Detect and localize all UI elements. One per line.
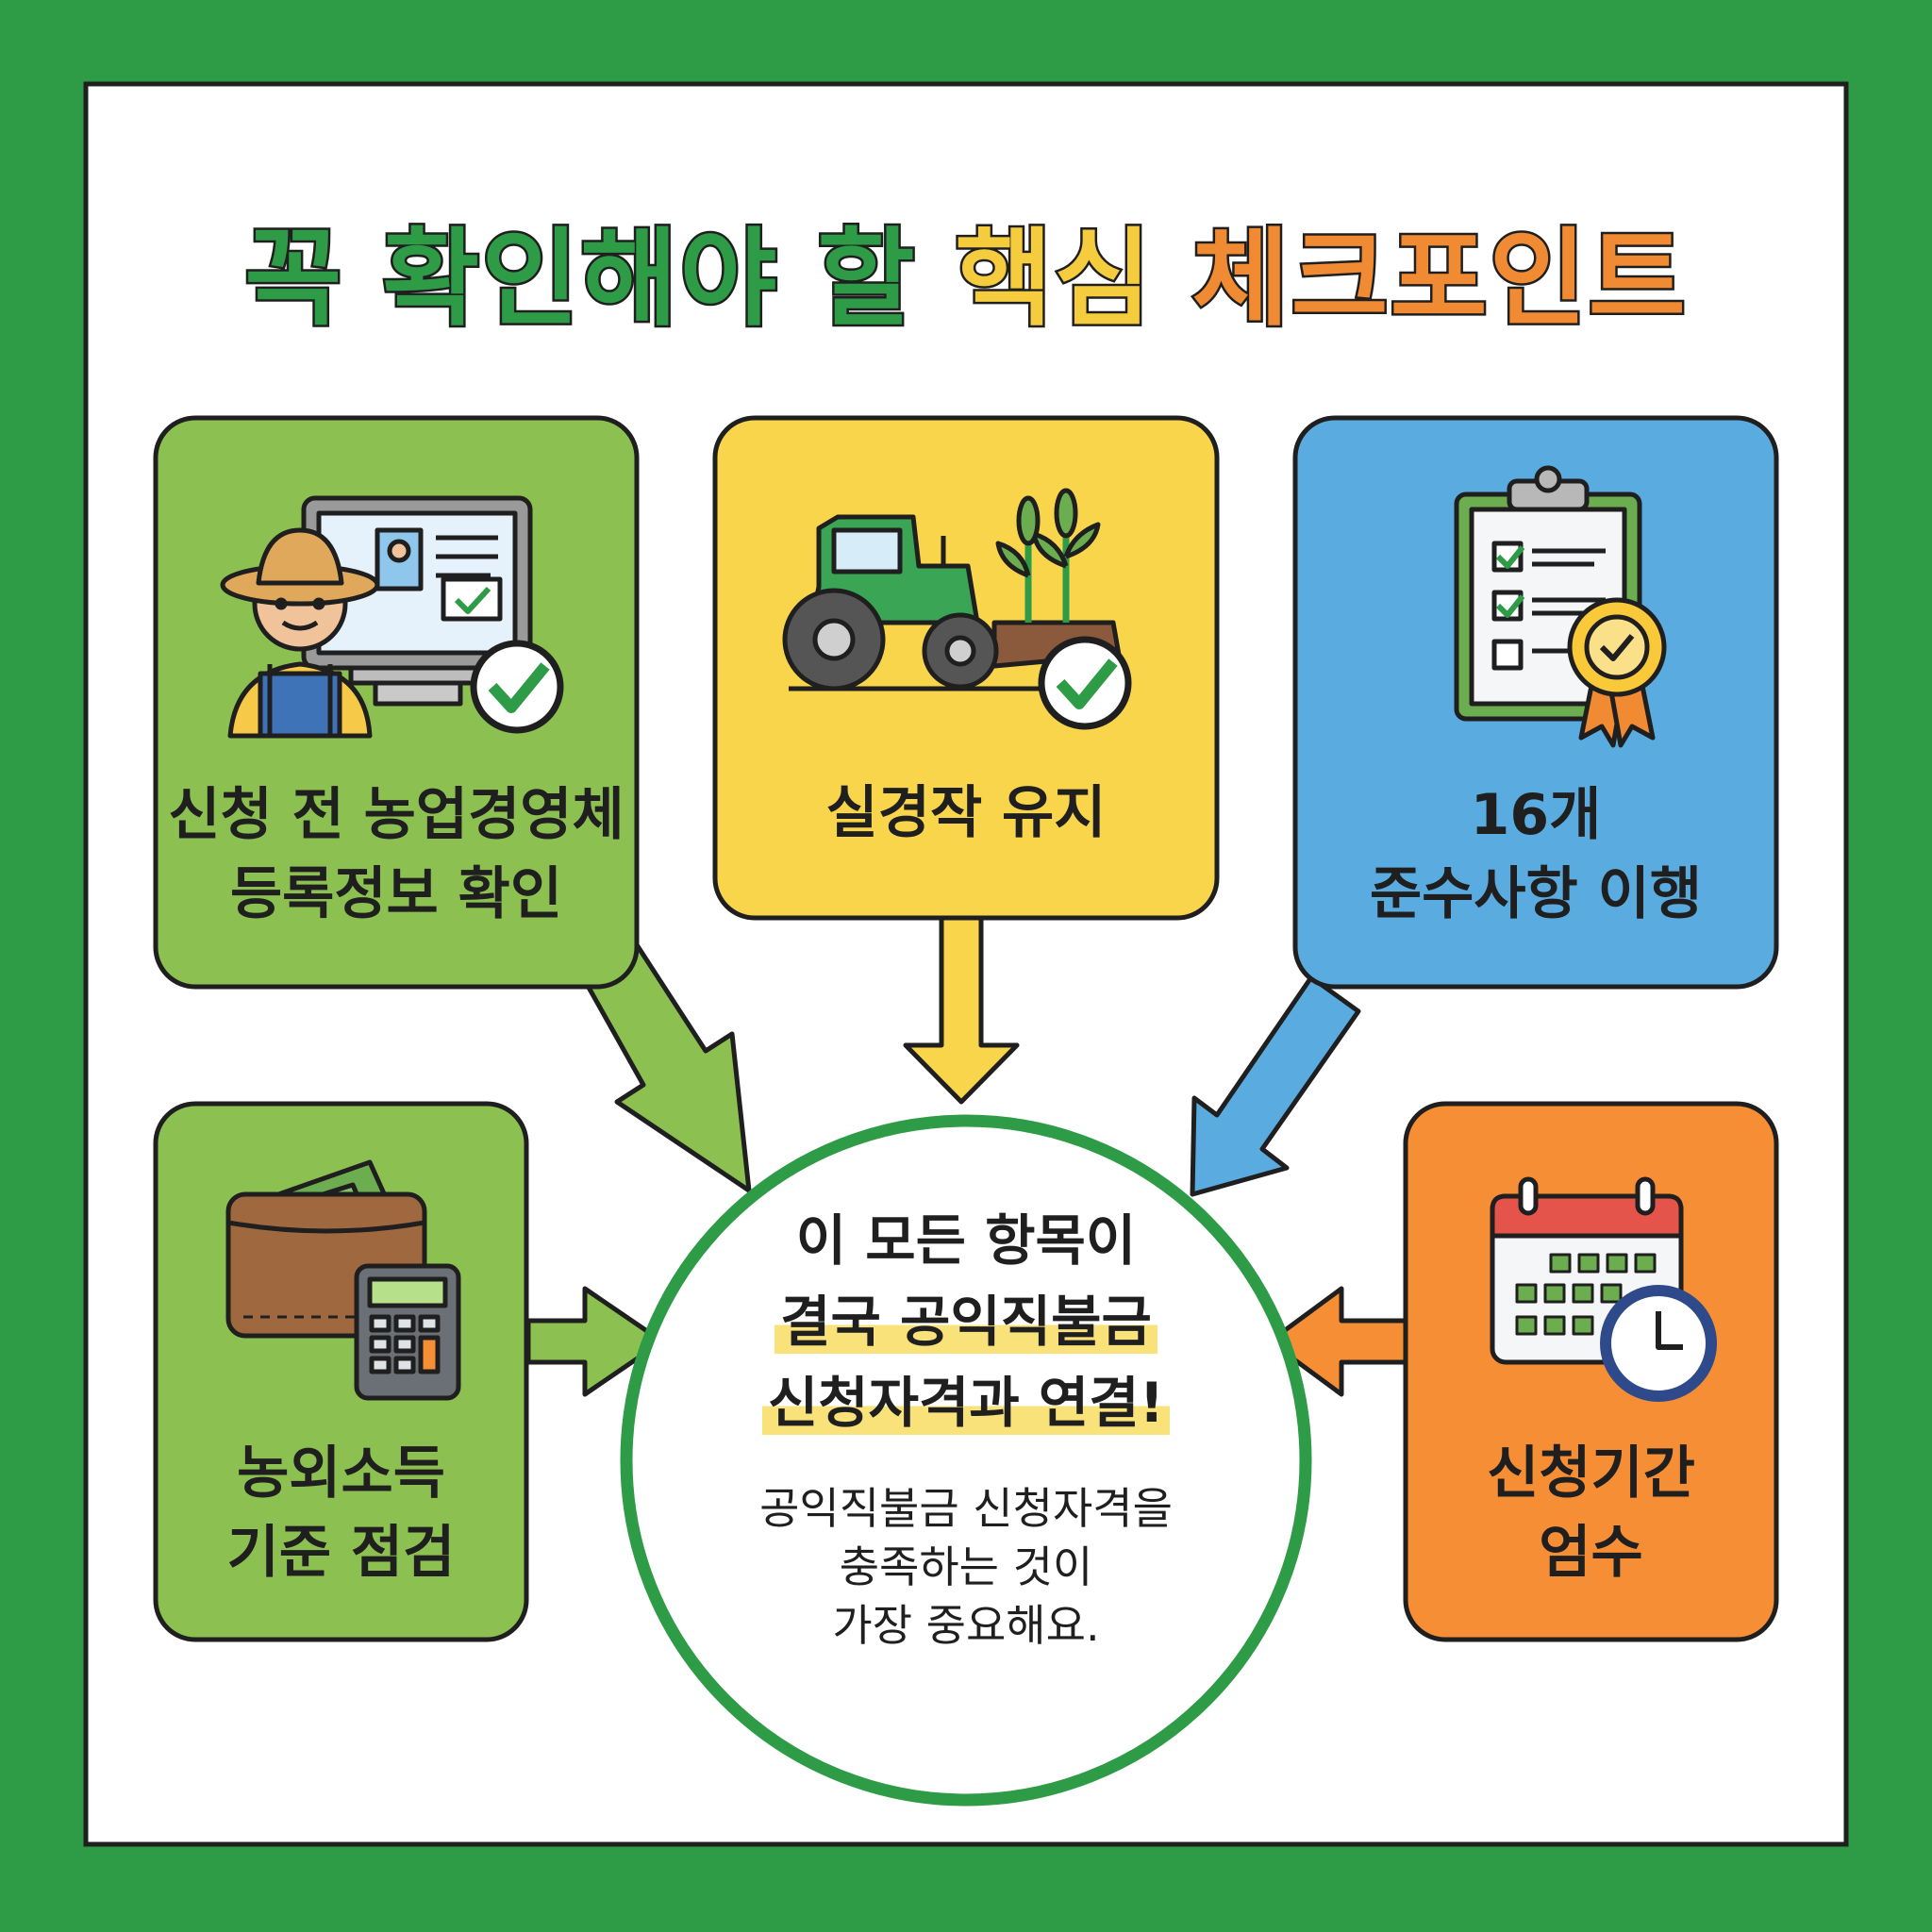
center-text: 이 모든 항목이 결국 공익직불금 신청자격과 연결! 공익직불금 신청자격을 … (664, 1200, 1268, 1655)
label-compliance-line1: 16개 (1470, 782, 1602, 848)
label-compliance-line2: 준수사항 이행 (1369, 861, 1703, 927)
title-part-orange: 체크포인트 (1190, 216, 1688, 343)
title-part-yellow: 핵심 (953, 216, 1192, 343)
arrow-compliance (1190, 974, 1361, 1197)
center-sub2: 충족하는 것이 (839, 1541, 1093, 1592)
arrow-period (1267, 1286, 1408, 1397)
clipboard-checklist-medal-icon (1454, 465, 1667, 748)
arrow-income (525, 1286, 665, 1397)
label-income: 농외소득 기준 점검 (156, 1434, 526, 1592)
label-farming: 실경작 유지 (715, 774, 1217, 853)
label-compliance: 16개 준수사항 이행 (1295, 775, 1776, 934)
label-income-line2: 기준 점검 (226, 1520, 456, 1586)
label-period: 신청기간 엄수 (1406, 1434, 1776, 1592)
label-registration-line1: 신청 전 농업경영체 (168, 782, 625, 848)
calendar-clock-icon (1490, 1176, 1717, 1402)
title-part-green: 꼭 확인해야 할 (242, 216, 956, 343)
label-income-line1: 농외소득 (237, 1441, 445, 1507)
center-line1: 이 모든 항목이 (795, 1208, 1137, 1273)
farmer-computer-check-icon (220, 495, 564, 739)
arrow-farming (903, 912, 1020, 1105)
arrow-registration (580, 941, 752, 1193)
center-sub3: 가장 중요해요. (832, 1600, 1100, 1651)
wallet-calculator-icon (225, 1159, 461, 1401)
label-registration: 신청 전 농업경영체 등록정보 확인 (156, 775, 637, 934)
center-sub1: 공익직불금 신청자격을 (759, 1483, 1173, 1534)
page-title: 꼭 확인해야 할 핵심 체크포인트 (0, 193, 1932, 346)
label-farming-line1: 실경작 유지 (825, 780, 1107, 846)
tractor-crops-check-icon (782, 488, 1132, 730)
center-line3: 신청자격과 연결! (761, 1371, 1171, 1435)
arrows (525, 912, 1408, 1397)
label-period-line1: 신청기간 (1487, 1441, 1695, 1507)
center-line2: 결국 공익직불금 (774, 1290, 1158, 1354)
label-registration-line2: 등록정보 확인 (229, 861, 563, 927)
label-period-line2: 엄수 (1539, 1520, 1643, 1586)
